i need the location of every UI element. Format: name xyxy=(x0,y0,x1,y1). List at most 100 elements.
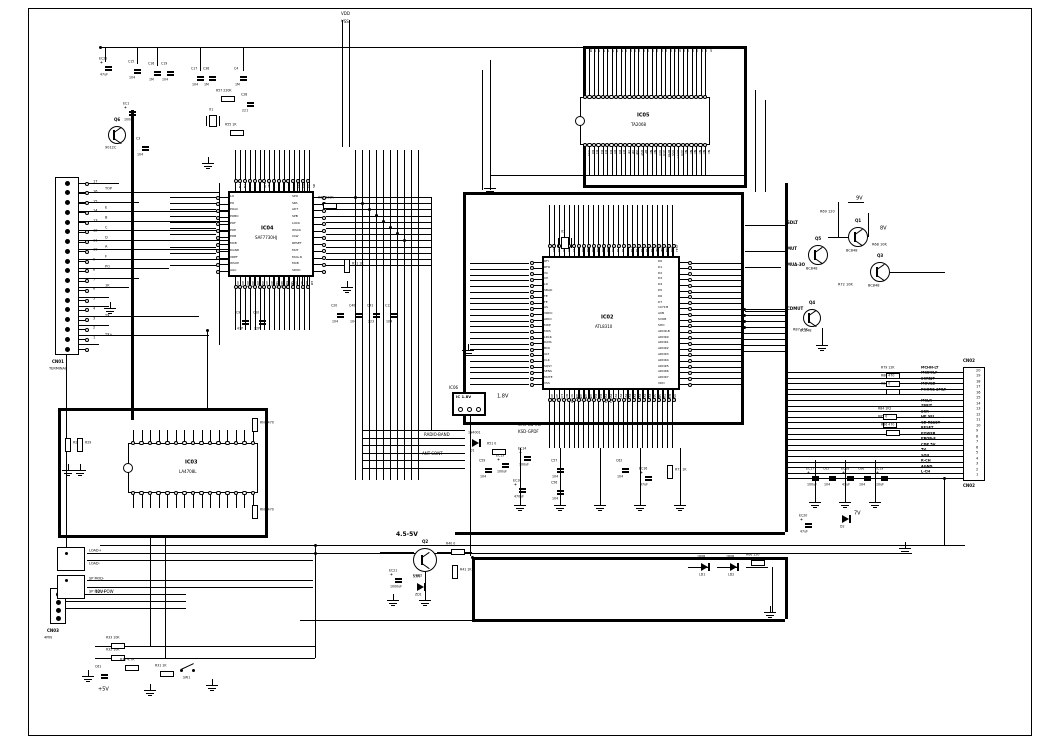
pin xyxy=(558,390,560,398)
wire xyxy=(665,48,667,97)
qfp-ic-IC02 xyxy=(542,256,680,390)
wire xyxy=(244,430,246,443)
wire xyxy=(563,205,565,256)
pin-pad xyxy=(276,179,281,183)
wire xyxy=(470,360,529,362)
wire xyxy=(607,390,609,448)
pin xyxy=(302,277,304,285)
pin xyxy=(278,183,280,191)
ground-symbol xyxy=(106,310,114,312)
signal-label: C xyxy=(105,225,108,230)
pin-pad xyxy=(702,142,708,148)
resistor-R11 xyxy=(344,259,350,273)
capacitor-EC21 xyxy=(394,581,402,583)
pin-pad xyxy=(621,398,626,402)
ground-symbol xyxy=(148,695,152,697)
connector-pin xyxy=(55,599,61,605)
signal-label: E xyxy=(105,205,108,210)
signal-label: B xyxy=(105,215,108,220)
transistor-base xyxy=(808,313,810,323)
pin-label: ADDR4 xyxy=(658,358,669,362)
pin xyxy=(680,366,688,368)
wire xyxy=(133,493,134,508)
pin-label: ADDR3 xyxy=(658,352,669,356)
transistor-part: 9012C xyxy=(105,145,117,150)
pin xyxy=(220,257,228,259)
connector-name: 4PIN xyxy=(44,635,52,640)
wire xyxy=(744,309,785,310)
wire xyxy=(284,277,285,330)
diode-D1 xyxy=(472,439,479,447)
signal-label: A xyxy=(105,244,108,249)
pin-pad xyxy=(671,398,676,402)
pin-pad xyxy=(322,235,326,240)
wire xyxy=(660,145,662,175)
wire xyxy=(585,48,586,97)
pin-pad xyxy=(626,244,631,248)
pin-pad xyxy=(636,244,641,248)
component-label: R51 0 xyxy=(487,441,497,446)
pin-label: A0B xyxy=(658,311,665,316)
wire xyxy=(470,297,529,299)
pin xyxy=(79,241,85,243)
pin-number: 14 xyxy=(93,208,98,213)
wire xyxy=(785,394,963,396)
pin xyxy=(287,277,289,285)
ground-symbol xyxy=(811,504,819,506)
diode-bar xyxy=(737,563,739,571)
pin-pad xyxy=(661,398,666,402)
pin-pad xyxy=(291,285,296,289)
wire xyxy=(79,259,249,260)
pin-pad xyxy=(591,142,597,148)
ground-symbol xyxy=(146,692,154,694)
component-label: C62 xyxy=(616,458,623,463)
wire xyxy=(617,205,619,256)
component-label: R32 10K xyxy=(106,647,120,652)
pin-pad xyxy=(276,285,281,289)
wire xyxy=(578,390,580,448)
pin-label: POB xyxy=(230,234,237,239)
component-label: EC14 xyxy=(518,446,527,451)
pin-label: ADDR7 xyxy=(658,375,669,380)
pin-pad xyxy=(156,440,161,446)
ground-symbol xyxy=(488,193,492,195)
pin xyxy=(534,354,542,356)
wire xyxy=(755,90,756,192)
wire xyxy=(692,303,744,305)
component-label: 104 xyxy=(824,482,831,487)
pin-pad xyxy=(530,330,534,335)
signal-label: SOIL xyxy=(921,453,931,458)
capacitor-C59 xyxy=(484,471,492,473)
junction-dot xyxy=(942,476,946,480)
wire xyxy=(593,145,595,175)
pin-number: 11 xyxy=(976,417,981,422)
pin-pad xyxy=(530,295,534,300)
component-label: X1 xyxy=(209,107,214,112)
wire xyxy=(269,150,271,191)
pin-label: D7 xyxy=(622,150,626,155)
wire xyxy=(470,263,529,264)
connector-name: CN02 xyxy=(963,483,975,488)
pin-pad xyxy=(271,179,276,183)
component-label: 104 xyxy=(129,75,136,80)
wire xyxy=(397,150,398,480)
pin-pad xyxy=(530,277,534,282)
pin xyxy=(79,300,85,302)
pin-pad xyxy=(688,266,692,271)
wire xyxy=(622,390,624,448)
pin xyxy=(220,210,228,212)
signal-label: MCHN-LT xyxy=(921,365,939,370)
component-label: R29 xyxy=(85,440,92,445)
wire xyxy=(279,150,281,191)
pin xyxy=(549,390,550,398)
crystal-plate xyxy=(219,116,221,126)
ground-symbol xyxy=(144,690,156,692)
pin xyxy=(534,360,542,362)
pin-pad xyxy=(216,242,220,247)
pin xyxy=(680,285,688,287)
pin xyxy=(680,308,688,310)
wire xyxy=(79,335,209,336)
component-label: D1 xyxy=(470,448,475,453)
pin-label: A10 xyxy=(673,46,678,52)
pin-pad xyxy=(247,285,252,289)
